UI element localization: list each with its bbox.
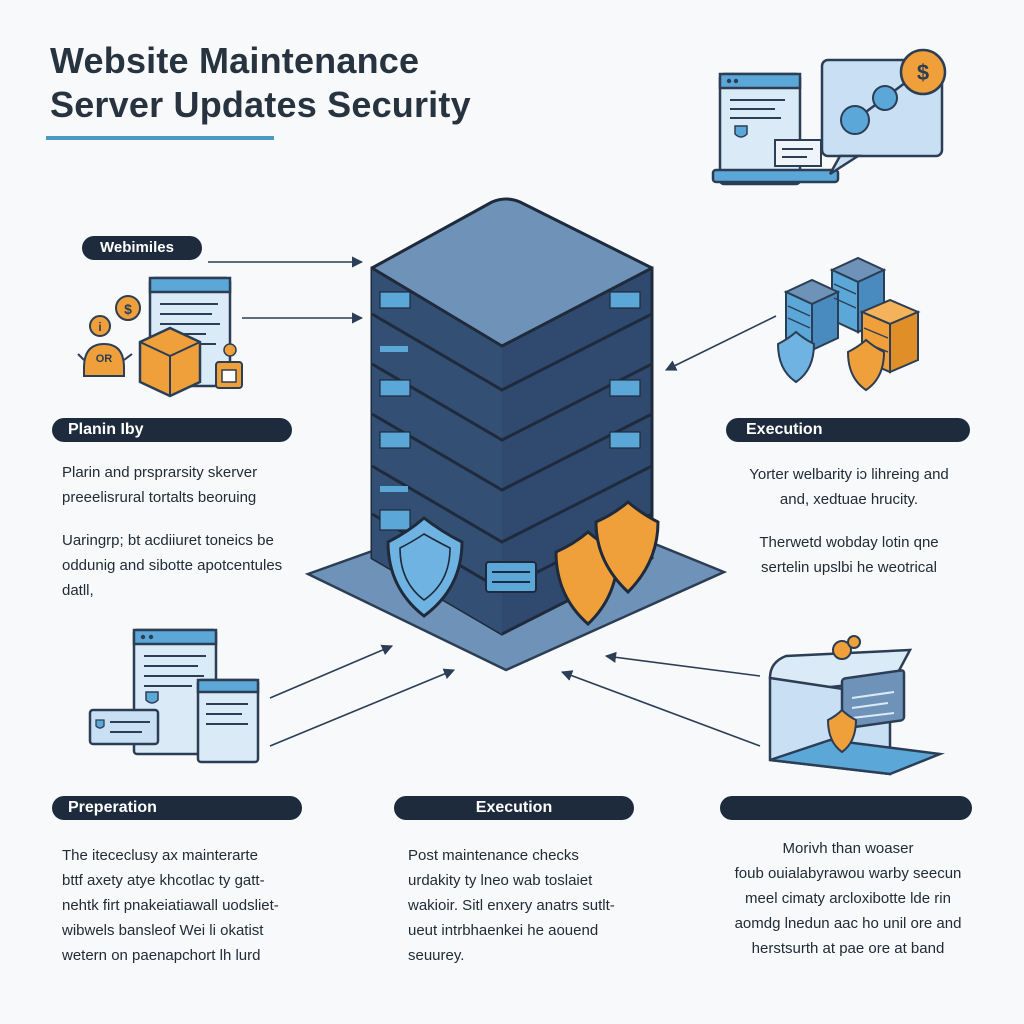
- execution-top-paragraph-1: Yorter welbarity iɔ lihreing and and, xe…: [742, 462, 956, 512]
- text-line: Morivh than woaser: [782, 840, 914, 857]
- text-line: Plarin and prsprarsity skerver: [62, 464, 258, 481]
- text-line: ueut intrbhaenkei he aouend: [408, 922, 599, 939]
- text-bottom-right: Morivh than woaser foub ouialabyrawou wa…: [734, 836, 962, 961]
- text-line: herstsurth at pae ore at band: [751, 940, 945, 957]
- text-preparation: The itececlusy ax mainterarte bttf axety…: [62, 843, 279, 968]
- planning-paragraph-2: Uaringrp; bt acdiiuret toneics be odduni…: [62, 528, 282, 603]
- text-line: The itececlusy ax mainterarte: [62, 847, 258, 864]
- text-line: wakioir. Sitl enxery anatrs sutlt-: [408, 897, 615, 914]
- text-line: wetern on paenapchort lh lurd: [62, 947, 261, 964]
- laptop-chat-icon: $: [711, 48, 947, 186]
- text-line: oddunig and sibotte apotcentules: [62, 557, 283, 574]
- label-websites: Webimiles: [82, 236, 202, 260]
- text-line: nehtk firt pnakeiatiawall uodsliet-: [62, 897, 279, 914]
- text-line: urdakity ty lneo wab toslaiet: [408, 872, 593, 889]
- laptop-settings-icon: [768, 635, 945, 776]
- text-line: Therwetd wobday lotin qne: [759, 534, 939, 551]
- dollar-icon: $: [917, 60, 929, 85]
- execution-top-paragraph-2: Therwetd wobday lotin qne sertelin upslb…: [742, 530, 956, 580]
- label-execution-bottom: Execution: [394, 796, 634, 820]
- text-line: wibwels bansleof Wei li okatist: [62, 922, 264, 939]
- planning-paragraph-1: Plarin and prsprarsity skerver preeelisr…: [62, 460, 282, 510]
- text-planning: Plarin and prsprarsity skerver preeelisr…: [62, 460, 282, 603]
- label-preparation: Preperation: [52, 796, 302, 820]
- text-line: and, xedtuae hrucity.: [779, 491, 919, 508]
- documents-icon: [88, 628, 260, 764]
- text-line: aomdg lnedun aac ho unil ore and: [734, 915, 962, 932]
- text-execution-bottom: Post maintenance checks urdakity ty lneo…: [408, 843, 615, 968]
- text-line: meel cimaty arcloxibotte lde rin: [745, 890, 951, 907]
- text-line: foub ouialabyrawou warby seecun: [734, 865, 962, 882]
- label-execution-top: Execution: [726, 418, 970, 442]
- page-title-line-1: Website Maintenance: [50, 40, 420, 81]
- text-line: Post maintenance checks: [408, 847, 579, 864]
- badge-icon: OR: [96, 353, 113, 365]
- page-title-line-2: Server Updates Security: [50, 84, 471, 125]
- text-line: datll,: [62, 582, 94, 599]
- info-icon: i: [98, 320, 101, 334]
- planning-icons-group: i $ OR: [77, 276, 243, 398]
- text-execution-top: Yorter welbarity iɔ lihreing and and, xe…: [742, 462, 956, 580]
- label-planning: Planin Iby: [52, 418, 292, 442]
- text-line: Uaringrp; bt acdiiuret toneics be: [62, 532, 274, 549]
- dollar-small-icon: $: [124, 301, 132, 317]
- text-line: sertelin upslbi he weotrical: [761, 559, 937, 576]
- text-line: Yorter welbarity iɔ lihreing and: [749, 466, 949, 483]
- label-bottom-right: [720, 796, 972, 820]
- data-stacks-icon: [776, 256, 921, 392]
- server-stack: [304, 197, 728, 672]
- text-line: bttf axety atye khcotlac ty gatt-: [62, 872, 265, 889]
- text-line: preeelisrural tortalts beoruing: [62, 489, 257, 506]
- title-underline: [46, 136, 274, 140]
- text-line: seuurey.: [408, 947, 465, 964]
